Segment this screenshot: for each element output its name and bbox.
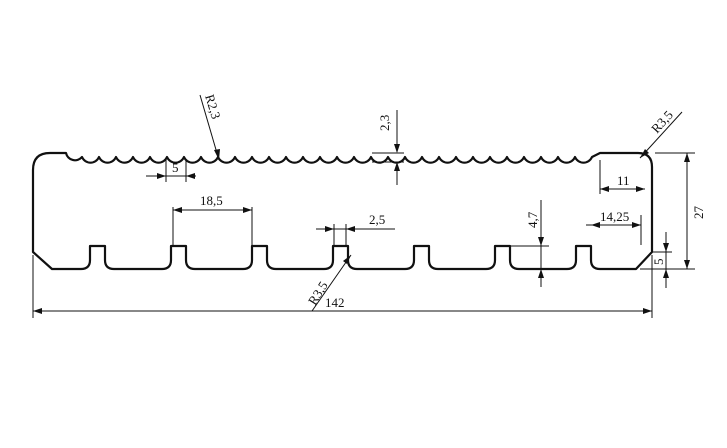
- dim-slot-width: 2,5: [316, 212, 395, 246]
- dim-slot-depth-label: 4,7: [525, 211, 540, 228]
- dim-rail-width: 11: [599, 160, 645, 194]
- dim-slot-width-label: 2,5: [369, 212, 385, 227]
- dim-bottom-chamfer-label: 5: [651, 259, 666, 266]
- dim-slot-depth: 4,7: [510, 200, 549, 287]
- dim-height-label: 27: [691, 206, 706, 220]
- dim-total-width-label: 142: [325, 295, 345, 310]
- dim-side-offset-label: 14,25: [600, 209, 629, 224]
- dim-groove-pitch-label: 5: [172, 160, 179, 175]
- dim-groove-pitch: 5: [146, 160, 196, 182]
- dim-side-offset: 14,25: [586, 209, 642, 245]
- dim-groove-radius: R2,3: [199, 92, 224, 161]
- dim-height: 27: [655, 152, 706, 270]
- dim-top-corner-radius-label: R3,5: [648, 107, 676, 136]
- dim-groove-depth-label: 2,3: [377, 115, 392, 131]
- dim-total-width: 142: [32, 255, 653, 318]
- dim-top-corner-radius: R3,5: [639, 107, 683, 159]
- dim-bottom-chamfer: 5: [640, 232, 672, 288]
- board-profile-outline: [31, 151, 654, 271]
- dim-rail-width-label: 11: [617, 173, 630, 188]
- dim-groove-depth: 2,3: [372, 110, 404, 185]
- dim-channel-width: 18,5: [172, 193, 253, 246]
- dim-channel-width-label: 18,5: [200, 193, 223, 208]
- dim-groove-radius-label: R2,3: [202, 92, 224, 120]
